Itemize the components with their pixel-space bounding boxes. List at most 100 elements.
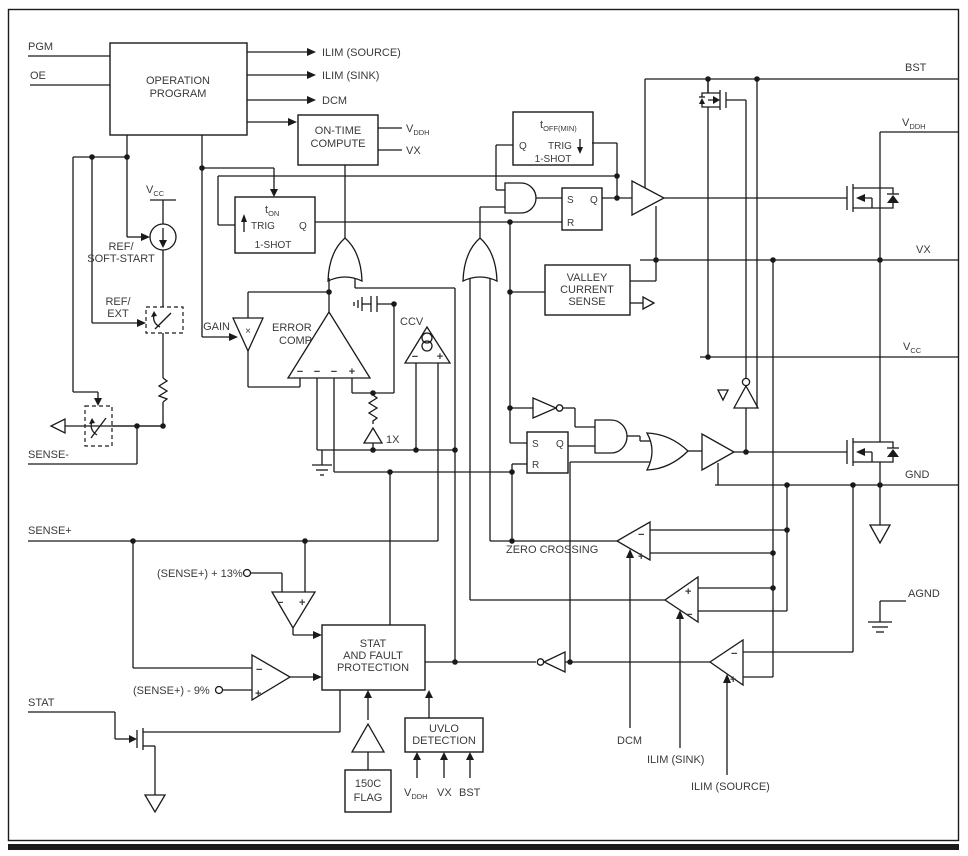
svg-text:+: + — [437, 351, 443, 363]
page-border — [7, 8, 960, 842]
current-source-icon — [149, 223, 177, 251]
svg-text:−: − — [297, 366, 303, 378]
ground-agnd — [868, 621, 892, 633]
junction-dots — [89, 76, 883, 665]
high-side-driver — [631, 179, 666, 217]
error-comp-label: ERROR — [272, 322, 312, 334]
rail-bst: BST — [905, 62, 927, 74]
flag-buffer — [350, 722, 386, 753]
low-side-driver — [701, 432, 736, 472]
resistor-comp — [367, 394, 379, 424]
or-gate-1 — [327, 237, 363, 283]
svg-text:VALLEY: VALLEY — [567, 272, 608, 284]
sr-latch-1: S Q R — [561, 187, 603, 231]
svg-text:−: − — [638, 529, 644, 541]
svg-text:STAT: STAT — [360, 638, 387, 650]
svg-text:PROGRAM: PROGRAM — [150, 88, 207, 100]
sr-latch-2: S Q R — [526, 431, 569, 474]
svg-text:−: − — [277, 597, 283, 609]
threshold-high-label: (SENSE+) + 13% — [157, 568, 243, 580]
svg-text:+: + — [730, 674, 736, 686]
high-side-mosfet — [846, 184, 899, 212]
out-dcm: DCM — [322, 95, 347, 107]
svg-text:COMP: COMP — [279, 335, 312, 347]
operation-program-label: OPERATION — [146, 75, 210, 87]
svg-text:CURRENT: CURRENT — [560, 284, 614, 296]
pin-sense-plus: SENSE+ — [28, 525, 72, 537]
svg-text:+: + — [299, 597, 305, 609]
svg-text:PROTECTION: PROTECTION — [337, 662, 409, 674]
svg-text:1-SHOT: 1-SHOT — [255, 240, 292, 251]
overvoltage-comparator: − + — [270, 591, 317, 630]
bottom-dcm: DCM — [617, 735, 642, 747]
threshold-low-label: (SENSE+) - 9% — [133, 685, 210, 697]
out-ilim-sink: ILIM (SINK) — [322, 70, 379, 82]
svg-text:1X: 1X — [386, 434, 400, 446]
svg-text:Q: Q — [299, 221, 307, 232]
inverter-bst — [716, 377, 760, 409]
bottom-ilim-sink: ILIM (SINK) — [647, 754, 704, 766]
uvlo-in-bst: BST — [459, 787, 481, 799]
svg-text:FLAG: FLAG — [354, 792, 383, 804]
page-border-bottom-bar — [8, 844, 959, 850]
svg-text:UVLO: UVLO — [429, 723, 459, 735]
svg-text:−: − — [256, 664, 262, 676]
sense-switch — [49, 405, 113, 447]
svg-text:EXT: EXT — [107, 308, 129, 320]
ilim-source-comparator: − + — [708, 638, 744, 687]
svg-text:R: R — [567, 218, 574, 229]
ground-stat-triangle — [143, 794, 167, 814]
undervoltage-comparator: − + — [251, 653, 292, 702]
low-side-mosfet — [846, 438, 899, 466]
svg-text:SENSE: SENSE — [568, 296, 605, 308]
operation-program-block: OPERATION PROGRAM — [109, 42, 248, 136]
gain-multiplier: × GAIN — [203, 317, 265, 353]
inverter-1 — [532, 397, 564, 419]
ground-gnd-triangle — [868, 524, 892, 545]
svg-text:COMPUTE: COMPUTE — [311, 138, 366, 150]
svg-text:tON: tON — [265, 204, 279, 218]
threshold-low-terminal — [214, 685, 224, 695]
rail-gnd: GND — [905, 469, 930, 481]
vcc-supply-terminal: VCC — [146, 184, 165, 198]
out-ilim-source: ILIM (SOURCE) — [322, 47, 401, 59]
pin-pgm: PGM — [28, 41, 53, 53]
svg-text:AND FAULT: AND FAULT — [343, 650, 403, 662]
uvlo-in-vx: VX — [437, 787, 452, 799]
buffer-1x: 1X — [362, 426, 400, 446]
ref-soft-start-label: REF/ — [108, 241, 134, 253]
svg-text:Q: Q — [556, 439, 564, 450]
rail-vddh: VDDH — [902, 117, 926, 131]
svg-text:VCC: VCC — [146, 184, 165, 198]
svg-text:R: R — [532, 460, 539, 471]
small-ground-arrow-icon — [716, 389, 730, 402]
zero-crossing-comparator: − + — [615, 520, 651, 563]
svg-text:+: + — [685, 586, 691, 598]
ton-one-shot-block: tON TRIG Q 1-SHOT — [234, 196, 316, 254]
svg-text:TRIG: TRIG — [251, 221, 275, 232]
on-time-out-vddh: VDDH — [406, 123, 430, 137]
rail-agnd: AGND — [908, 588, 940, 600]
or-gate-3 — [645, 432, 689, 471]
ground-error-comp — [312, 464, 332, 476]
pin-stat: STAT — [28, 697, 55, 709]
svg-text:SOFT-START: SOFT-START — [87, 253, 155, 265]
svg-text:DETECTION: DETECTION — [412, 735, 476, 747]
on-time-out-vx: VX — [406, 145, 421, 157]
rail-vcc: VCC — [903, 341, 922, 355]
ccv-amplifier: − + CCV — [400, 316, 452, 364]
sense-buffer-out-icon — [49, 417, 66, 435]
boost-switch-mosfet — [699, 79, 727, 110]
multiply-icon: × — [245, 326, 251, 337]
arrowheads — [94, 48, 731, 760]
svg-text:+: + — [255, 688, 261, 700]
uvlo-detection-block: UVLO DETECTION VDDH VX BST — [404, 717, 484, 801]
svg-text:−: − — [731, 648, 737, 660]
wires — [28, 51, 958, 795]
svg-text:1-SHOT: 1-SHOT — [535, 154, 572, 165]
svg-text:Q: Q — [590, 195, 598, 206]
and-gate-1 — [504, 182, 537, 214]
svg-text:ON-TIME: ON-TIME — [315, 125, 361, 137]
